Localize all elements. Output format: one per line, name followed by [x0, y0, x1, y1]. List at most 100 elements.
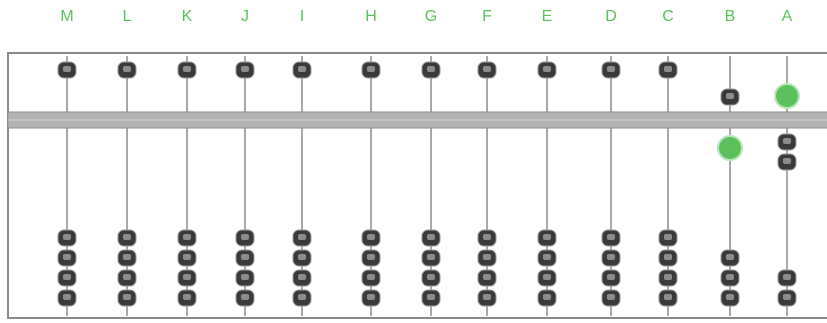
lower-bead-m-1	[57, 229, 77, 247]
lower-bead-d-3	[601, 269, 621, 287]
lower-bead-e-3-shine	[543, 274, 551, 280]
lower-bead-l-1	[117, 229, 137, 247]
lower-bead-a-3	[777, 269, 797, 287]
lower-bead-c-1	[658, 229, 678, 247]
upper-bead-m	[57, 61, 77, 79]
lower-bead-b-3-shine	[726, 274, 734, 280]
lower-bead-g-3-shine	[427, 274, 435, 280]
lower-bead-k-4-shine	[183, 294, 191, 300]
lower-bead-m-3-shine	[63, 274, 71, 280]
lower-bead-j-3	[235, 269, 255, 287]
lower-bead-a-4-shine	[783, 294, 791, 300]
column-label-d: D	[605, 8, 617, 25]
lower-bead-b-4	[720, 289, 740, 307]
lower-bead-g-2	[421, 249, 441, 267]
column-label-j: J	[241, 8, 249, 25]
abacus-frame	[7, 52, 827, 319]
column-label-k: K	[181, 8, 193, 25]
upper-bead-e-shine	[543, 66, 551, 72]
lower-bead-d-4-shine	[607, 294, 615, 300]
lower-bead-a-1	[777, 133, 797, 151]
lower-bead-d-4	[601, 289, 621, 307]
lower-bead-k-3	[177, 269, 197, 287]
upper-bead-c-shine	[664, 66, 672, 72]
upper-bead-e	[537, 61, 557, 79]
column-label-g: G	[424, 8, 438, 25]
lower-bead-k-4	[177, 289, 197, 307]
column-label-i: I	[299, 8, 305, 25]
lower-bead-h-1	[361, 229, 381, 247]
lower-bead-a-2-shine	[783, 158, 791, 164]
lower-bead-l-3	[117, 269, 137, 287]
lower-bead-j-3-shine	[241, 274, 249, 280]
lower-bead-l-1-shine	[123, 234, 131, 240]
column-label-e: E	[541, 8, 553, 25]
upper-bead-k	[177, 61, 197, 79]
lower-bead-e-1-shine	[543, 234, 551, 240]
lower-bead-g-3	[421, 269, 441, 287]
lower-bead-i-3-shine	[298, 274, 306, 280]
lower-bead-a-4	[777, 289, 797, 307]
lower-bead-k-2-shine	[183, 254, 191, 260]
lower-bead-b-2	[720, 249, 740, 267]
lower-bead-k-3-shine	[183, 274, 191, 280]
lower-bead-d-1-shine	[607, 234, 615, 240]
column-label-f: F	[482, 8, 492, 25]
lower-bead-h-1-shine	[367, 234, 375, 240]
lower-bead-g-4-shine	[427, 294, 435, 300]
lower-bead-h-2	[361, 249, 381, 267]
lower-bead-h-4	[361, 289, 381, 307]
upper-bead-d	[601, 61, 621, 79]
upper-bead-k-shine	[183, 66, 191, 72]
lower-bead-i-3	[292, 269, 312, 287]
column-label-h: H	[365, 8, 377, 25]
lower-bead-b-1	[717, 135, 743, 161]
upper-bead-j-shine	[241, 66, 249, 72]
lower-bead-i-1-shine	[298, 234, 306, 240]
lower-bead-f-3	[477, 269, 497, 287]
lower-bead-i-2	[292, 249, 312, 267]
upper-bead-f	[477, 61, 497, 79]
lower-bead-f-4-shine	[483, 294, 491, 300]
lower-bead-j-2	[235, 249, 255, 267]
lower-bead-g-4	[421, 289, 441, 307]
lower-bead-e-1	[537, 229, 557, 247]
lower-bead-i-4-shine	[298, 294, 306, 300]
upper-bead-h	[361, 61, 381, 79]
lower-bead-l-2	[117, 249, 137, 267]
upper-bead-m-shine	[63, 66, 71, 72]
lower-bead-f-1	[477, 229, 497, 247]
lower-bead-k-1-shine	[183, 234, 191, 240]
lower-bead-e-2	[537, 249, 557, 267]
upper-bead-i-shine	[298, 66, 306, 72]
lower-bead-m-2	[57, 249, 77, 267]
upper-bead-f-shine	[483, 66, 491, 72]
lower-bead-d-3-shine	[607, 274, 615, 280]
lower-bead-g-1-shine	[427, 234, 435, 240]
upper-bead-l-shine	[123, 66, 131, 72]
lower-bead-c-4-shine	[664, 294, 672, 300]
lower-bead-m-2-shine	[63, 254, 71, 260]
lower-bead-c-3-shine	[664, 274, 672, 280]
lower-bead-c-3	[658, 269, 678, 287]
column-label-c: C	[662, 8, 674, 25]
lower-bead-j-1-shine	[241, 234, 249, 240]
lower-bead-g-1	[421, 229, 441, 247]
upper-bead-h-shine	[367, 66, 375, 72]
lower-bead-f-3-shine	[483, 274, 491, 280]
lower-bead-j-1	[235, 229, 255, 247]
upper-bead-g-shine	[427, 66, 435, 72]
lower-bead-j-4-shine	[241, 294, 249, 300]
lower-bead-l-4	[117, 289, 137, 307]
lower-bead-f-2	[477, 249, 497, 267]
lower-bead-c-1-shine	[664, 234, 672, 240]
lower-bead-i-2-shine	[298, 254, 306, 260]
column-label-m: M	[60, 8, 74, 25]
upper-bead-c	[658, 61, 678, 79]
upper-bead-b-shine	[726, 93, 734, 99]
lower-bead-d-1	[601, 229, 621, 247]
lower-bead-l-4-shine	[123, 294, 131, 300]
lower-bead-m-4	[57, 289, 77, 307]
column-label-l: L	[122, 8, 132, 25]
